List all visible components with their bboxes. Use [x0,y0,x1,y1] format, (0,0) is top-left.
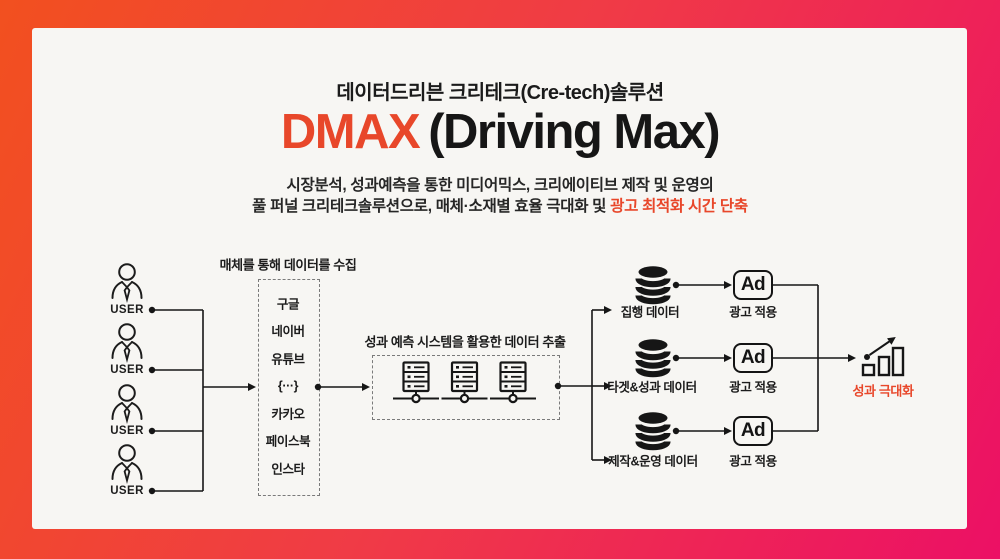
user-label: USER [110,364,144,376]
media-box-title: 매체를 통해 데이터를 수집 [219,257,357,273]
media-item: 카카오 [271,407,305,422]
page-title: DMAX (Driving Max) [0,104,1000,160]
subtitle-line2-black: 풀 퍼널 크리테크솔루션으로, 매체·소재별 효율 극대화 및 [252,198,607,215]
user-label: USER [110,425,144,437]
media-item: {···} [277,379,299,393]
ad-caption: 광고 적용 [729,305,777,320]
content-card [32,28,967,529]
ad-box: Ad [733,416,773,446]
media-item: 네이버 [271,324,305,339]
title-suffix: (Driving Max) [428,105,720,159]
subtitle-line2-red: 광고 최적화 시간 단축 [610,198,748,215]
ad-caption: 광고 적용 [729,454,777,469]
media-item: 페이스북 [265,434,311,449]
ad-box: Ad [733,270,773,300]
prediction-box-title: 성과 예측 시스템을 활용한 데이터 추출 [364,334,566,350]
ad-box: Ad [733,343,773,373]
ad-box-label: Ad [740,347,766,368]
ad-box-label: Ad [740,274,766,295]
data-output-label: 제작&운영 데이터 [608,454,698,469]
media-item: 유튜브 [271,352,305,367]
prediction-system-box [372,355,560,420]
result-label: 성과 극대화 [852,383,914,399]
media-item: 인스타 [271,462,305,477]
subtitle-line1: 시장분석, 성과예측을 통한 미디어믹스, 크리에이티브 제작 및 운영의 [286,177,714,194]
user-label: USER [110,485,144,497]
data-output-label: 타겟&성과 데이터 [607,380,697,395]
title-brand: DMAX [280,105,421,159]
ad-box-label: Ad [740,420,766,441]
kicker-text: 데이터드리븐 크리테크(Cre-tech)솔루션 [336,82,664,104]
media-item: 구글 [276,297,300,312]
user-label: USER [110,304,144,316]
data-output-label: 집행 데이터 [620,305,680,320]
ad-caption: 광고 적용 [729,380,777,395]
